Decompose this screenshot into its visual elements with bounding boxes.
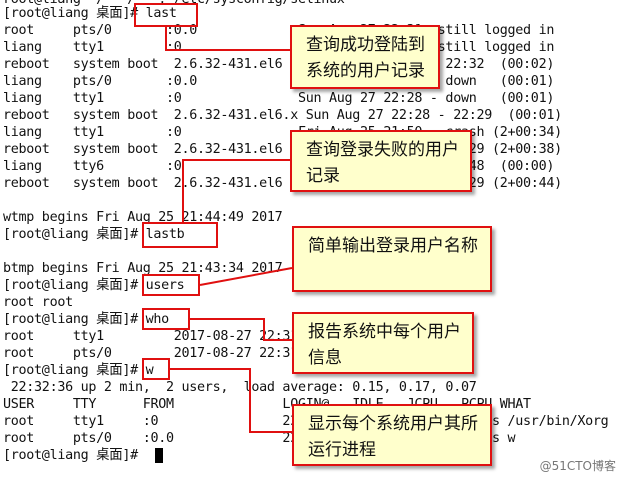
- terminal-line: root tty1 2017-08-27 22:31 (:0): [3, 329, 337, 344]
- terminal-line-cmd-lastb: [root@liang 桌面]# lastb: [3, 227, 185, 242]
- terminal-line: reboot system boot 2.6.32-431.el6.x Sun …: [3, 108, 562, 123]
- connector-last: [165, 27, 290, 51]
- callout-users: 简单输出登录用户名称: [292, 226, 492, 292]
- highlight-w-command: [142, 358, 170, 380]
- callout-w: 显示每个系统用户其所运行进程: [292, 404, 492, 466]
- connector-users: [199, 267, 293, 286]
- terminal-line-cmd-who: [root@liang 桌面]# who: [3, 312, 169, 327]
- terminal-line: root root: [3, 295, 73, 310]
- terminal-line: btmp begins Fri Aug 25 21:43:34 2017: [3, 261, 283, 276]
- terminal-line-prompt: [root@liang 桌面]#: [3, 448, 146, 463]
- connector-who: [190, 318, 292, 341]
- callout-lastb: 查询登录失败的用户记录: [290, 130, 472, 192]
- highlight-who-command: [142, 308, 190, 330]
- terminal-line-cmd-users: [root@liang 桌面]# users: [3, 278, 185, 293]
- terminal-line: 22:32:36 up 2 min, 2 users, load average…: [3, 380, 477, 395]
- terminal-cursor[interactable]: [155, 448, 163, 463]
- terminal-line: wtmp begins Fri Aug 25 21:44:49 2017: [3, 210, 283, 225]
- callout-who: 报告系统中每个用户信息: [292, 312, 474, 374]
- highlight-last-command: [134, 3, 198, 27]
- terminal-line: liang tty1 :0 Sun Aug 27 22:28 - down (0…: [3, 91, 555, 106]
- watermark: @51CTO博客: [539, 459, 616, 473]
- callout-last: 查询成功登陆到系统的用户记录: [290, 25, 440, 89]
- connector-lastb: [182, 159, 290, 222]
- terminal-line-cmd-w: [root@liang 桌面]# w: [3, 363, 154, 378]
- highlight-users-command: [142, 274, 200, 296]
- highlight-lastb-command: [142, 222, 218, 248]
- terminal-line-cmd-last: [root@liang 桌面]# last: [3, 6, 177, 21]
- connector-w: [170, 368, 292, 433]
